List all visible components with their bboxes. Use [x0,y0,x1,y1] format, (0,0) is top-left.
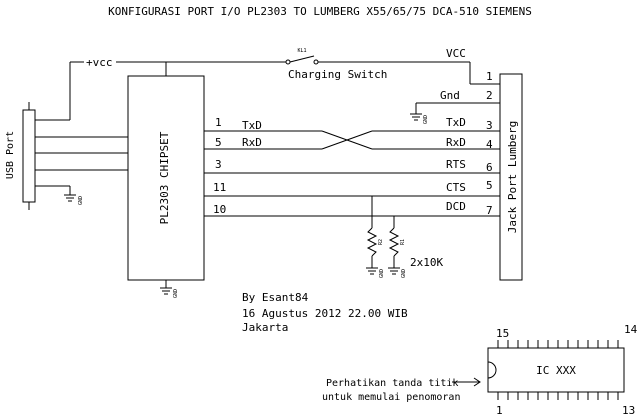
jack-pin-1: 1 [486,70,493,83]
jack-pin-5: 5 [486,179,493,192]
ic-pin-14: 14 [624,323,638,336]
credit-author: By Esant84 [242,291,309,304]
chip-label: PL2303 CHIPSET [158,131,171,224]
chip-pin-3: 3 [215,158,222,171]
chip-rxd-label: RxD [242,136,262,149]
jack-rxd-label: RxD [446,136,466,149]
gnd-symbol-r2: GND [366,267,385,278]
credit-place: Jakarta [242,321,288,334]
jack-dcd-label: DCD [446,200,466,213]
jack-pin-7: 7 [486,204,493,217]
svg-text:GND: GND [173,289,179,298]
charging-switch [285,55,319,65]
chip-pin-11: 11 [213,181,226,194]
gnd-symbol-jack: GND [410,113,429,124]
note-arrow [452,377,481,387]
svg-text:GND: GND [379,269,385,278]
resistor-value-label: 2x10K [410,256,443,269]
svg-text:GND: GND [423,115,429,124]
gnd-symbol-usb: GND [64,194,84,205]
resistor-r2 [366,227,378,257]
ic-note-line2: untuk memulai penomoran [322,392,460,403]
svg-text:GND: GND [78,196,84,205]
vcc-label: VCC [446,47,466,60]
vcc-plus-label: +vcc [86,56,113,69]
ic-package [487,340,625,400]
jack-port-label: Jack Port Lumberg [506,121,519,234]
gnd-symbol-chip: GND [160,287,179,298]
diagram-title: KONFIGURASI PORT I/O PL2303 TO LUMBERG X… [108,5,532,18]
chip-txd-label: TxD [242,119,262,132]
jack-pin-3: 3 [486,119,493,132]
chip-pin-1: 1 [215,116,222,129]
ic-note-line1: Perhatikan tanda titik [326,378,458,389]
jack-pin-2: 2 [486,89,493,102]
ic-pin-13: 13 [622,404,635,417]
jack-rts-label: RTS [446,158,466,171]
resistor-r2-ref: R2 [378,239,384,245]
ic-pin-15: 15 [496,327,509,340]
jack-cts-label: CTS [446,181,466,194]
charging-switch-label: Charging Switch [288,68,387,81]
jack-pin-6: 6 [486,161,493,174]
gnd-symbol-r1: GND [388,267,407,278]
jack-port-lumberg [499,73,523,281]
credit-date: 16 Agustus 2012 22.00 WIB [242,307,408,320]
switch-ref-label: KL1 [297,48,306,54]
ic-pin-1: 1 [496,404,503,417]
chip-pin-5: 5 [215,136,222,149]
chip-pin-10: 10 [213,203,226,216]
resistor-r1 [388,227,400,257]
gnd-label: Gnd [440,89,460,102]
signal-wires [204,130,500,217]
usb-port-connector [22,102,36,210]
svg-text:GND: GND [401,269,407,278]
jack-pin-4: 4 [486,138,493,151]
jack-txd-label: TxD [446,116,466,129]
resistor-r1-ref: R1 [400,239,406,245]
ic-label: IC XXX [536,364,576,377]
usb-port-label: USB Port [5,131,16,179]
